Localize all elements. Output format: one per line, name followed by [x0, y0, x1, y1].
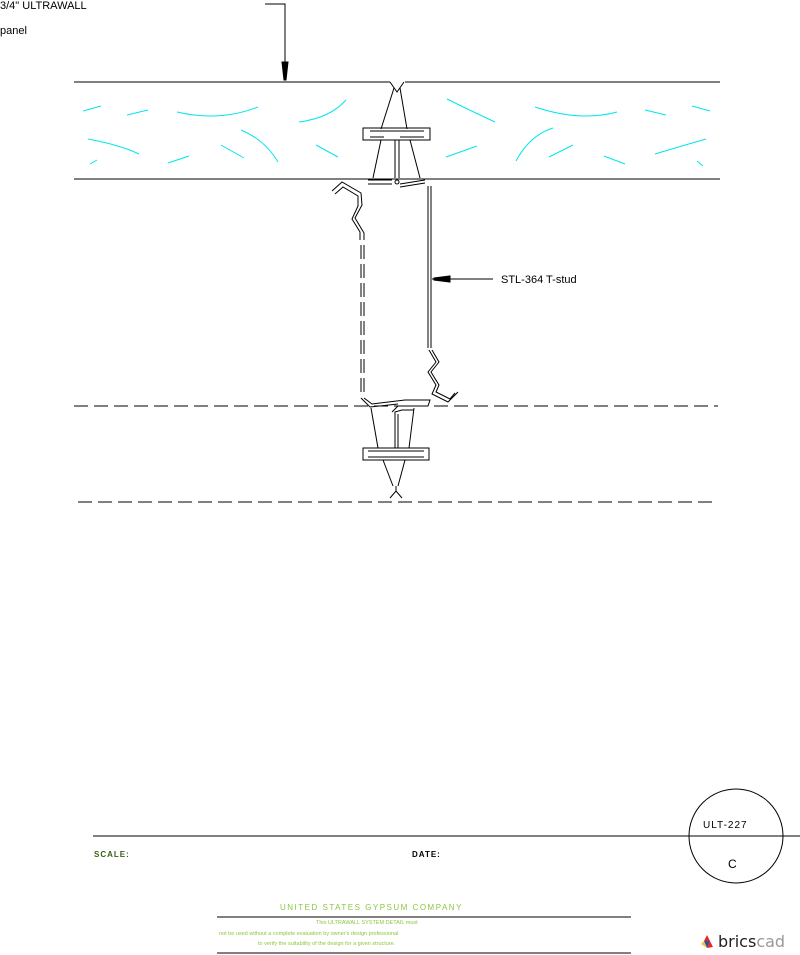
- panel-leader: [265, 3, 289, 81]
- bricscad-logo: bricscad: [700, 932, 785, 951]
- disclaimer-line-2: not be used without a complete evaluatio…: [219, 931, 399, 937]
- date-label: DATE:: [412, 850, 441, 859]
- panel-callout-line1: 3/4" ULTRAWALL: [0, 0, 87, 12]
- panel-texture: [82, 98, 711, 167]
- company-name: UNITED STATES GYPSUM COMPANY: [280, 903, 463, 912]
- scale-label: SCALE:: [94, 850, 130, 859]
- stud-leader: [432, 275, 493, 283]
- stud-callout: STL-364 T-stud: [501, 274, 577, 286]
- title-block-lines: [93, 788, 800, 954]
- t-stud: [331, 181, 459, 413]
- detail-number: ULT-227: [703, 820, 748, 831]
- disclaimer-line-3: to verify the suitability of the design …: [258, 941, 396, 947]
- upper-panel: [74, 81, 720, 180]
- logo-text-bold: brics: [718, 932, 757, 951]
- bricscad-logo-icon: [701, 934, 713, 948]
- lower-panel: [74, 405, 718, 503]
- disclaimer-line-1: This ULTRAWALL SYSTEM DETAIL must: [316, 920, 418, 926]
- detail-revision: C: [728, 857, 737, 871]
- lower-clip: [362, 407, 430, 499]
- panel-callout-line2: panel: [0, 25, 27, 37]
- logo-text-light: cad: [756, 932, 786, 951]
- upper-clip: [362, 87, 431, 188]
